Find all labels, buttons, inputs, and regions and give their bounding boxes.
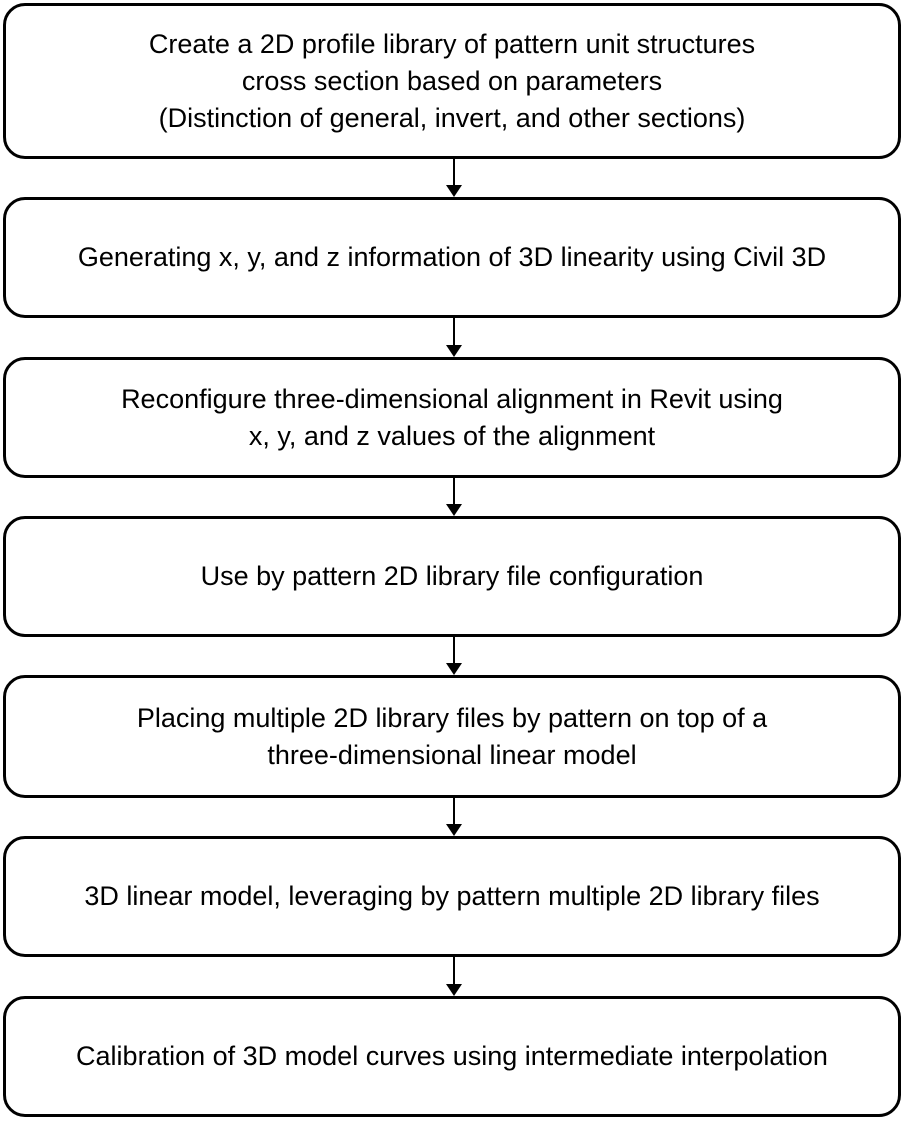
flow-step-6: 3D linear model, leveraging by pattern m…: [3, 836, 901, 957]
step-text-line: 3D linear model, leveraging by pattern m…: [84, 881, 820, 911]
flow-step-3: Reconfigure three-dimensional alignment …: [3, 357, 901, 478]
flow-step-7: Calibration of 3D model curves using int…: [3, 996, 901, 1117]
step-text-line: Use by pattern 2D library file configura…: [200, 561, 704, 591]
arrow-head-icon: [446, 185, 462, 197]
step-text-line: Generating x, y, and z information of 3D…: [77, 242, 827, 272]
step-text-line: Placing multiple 2D library files by pat…: [136, 702, 768, 733]
step-text-line: three-dimensional linear model: [267, 739, 637, 770]
flow-step-2: Generating x, y, and z information of 3D…: [3, 197, 901, 318]
step-text-line: x, y, and z values of the alignment: [248, 420, 656, 451]
arrow-head-icon: [446, 345, 462, 357]
arrow-head-icon: [446, 504, 462, 516]
flow-arrow-4: [446, 637, 462, 675]
flow-step-1: Create a 2D profile library of pattern u…: [3, 3, 901, 159]
step-text-line: cross section based on parameters: [241, 65, 663, 96]
step-text-line: Reconfigure three-dimensional alignment …: [121, 383, 783, 414]
flow-arrow-5: [446, 798, 462, 836]
step-text-line: Calibration of 3D model curves using int…: [76, 1041, 828, 1071]
flow-arrow-2: [446, 318, 462, 357]
arrow-head-icon: [446, 984, 462, 996]
arrow-head-icon: [446, 663, 462, 675]
flow-step-5: Placing multiple 2D library files by pat…: [3, 675, 901, 798]
flow-arrow-1: [446, 159, 462, 197]
step-text-line: (Distinction of general, invert, and oth…: [158, 102, 746, 133]
flow-arrow-6: [446, 957, 462, 996]
flow-step-4: Use by pattern 2D library file configura…: [3, 516, 901, 637]
step-text-line: Create a 2D profile library of pattern u…: [148, 28, 756, 59]
arrow-head-icon: [446, 824, 462, 836]
flow-arrow-3: [446, 478, 462, 516]
